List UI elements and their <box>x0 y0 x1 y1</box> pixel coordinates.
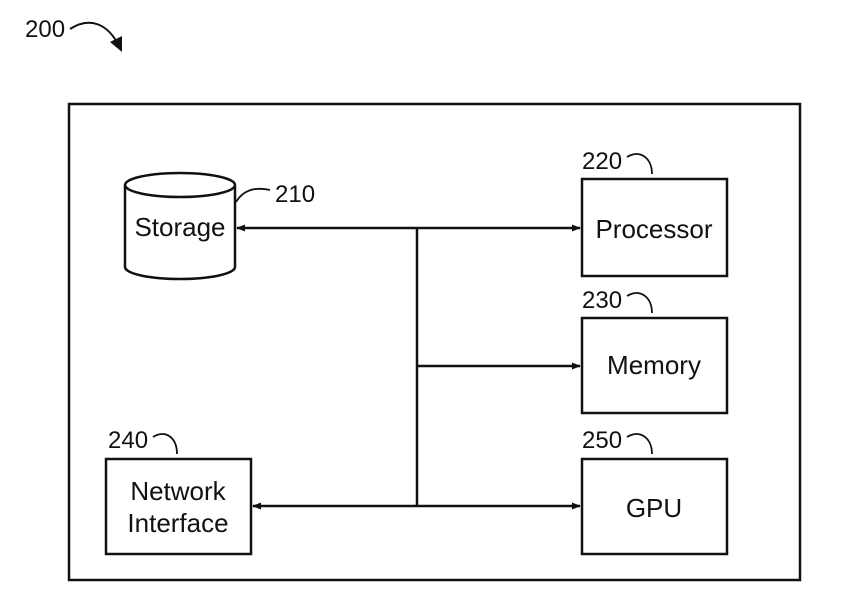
network-interface-label-line1: Network <box>130 476 226 506</box>
storage-label: Storage <box>134 212 225 242</box>
network-interface-ref: 240 <box>108 427 148 454</box>
system-boundary <box>67 102 802 582</box>
storage-cylinder-top <box>123 171 237 199</box>
storage-cylinder-body <box>123 185 237 281</box>
figure-ref-arrowhead <box>110 36 122 52</box>
processor-box <box>580 177 729 278</box>
network-interface-ref-leader <box>152 433 178 455</box>
gpu-box <box>580 457 729 556</box>
memory-box <box>580 316 729 415</box>
storage-node: Storage <box>123 171 237 281</box>
processor-label: Processor <box>595 214 712 244</box>
processor-ref: 220 <box>582 148 622 175</box>
memory-ref-leader <box>626 292 653 314</box>
storage-ref-leader <box>235 187 271 203</box>
gpu-label: GPU <box>626 493 682 523</box>
gpu-ref-leader <box>626 433 653 455</box>
storage-ref: 210 <box>275 181 315 208</box>
network-interface-box <box>104 457 253 556</box>
processor-ref-leader <box>626 153 653 175</box>
memory-ref: 230 <box>582 287 622 314</box>
network-interface-label-line2: Interface <box>127 508 228 538</box>
figure-ref-label: 200 <box>25 16 65 43</box>
memory-label: Memory <box>607 350 701 380</box>
gpu-ref: 250 <box>582 427 622 454</box>
